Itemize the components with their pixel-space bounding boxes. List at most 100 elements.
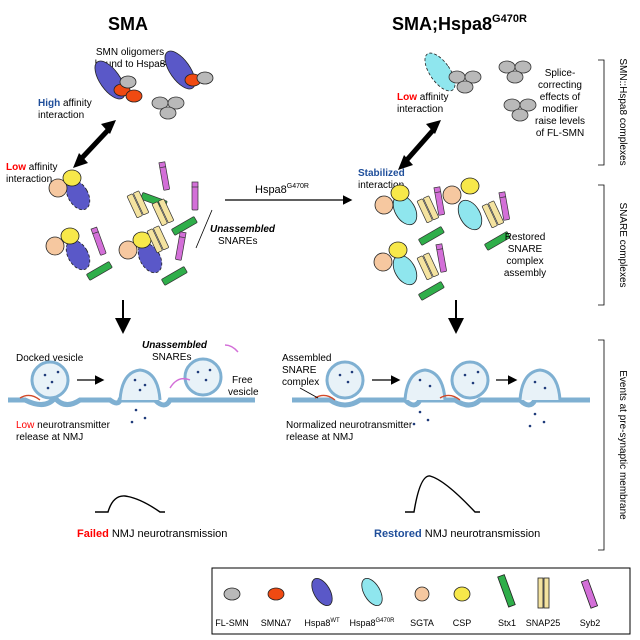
stabilized-label: Stabilized xyxy=(358,168,405,179)
free-vesicle-label-1: Free xyxy=(232,375,253,386)
splice-text-1: Splice- xyxy=(545,68,576,79)
unassembled-label-2: SNAREs xyxy=(218,236,257,247)
right-gray-cluster-3 xyxy=(503,98,537,122)
membrane-left xyxy=(8,394,255,408)
docked-vesicle-label: Docked vesicle xyxy=(16,353,84,364)
legend-label-0: FL-SMN xyxy=(215,618,249,628)
low-release-label: release at NMJ xyxy=(16,432,83,443)
sgta-icon xyxy=(414,586,430,602)
splice-text-5: raise levels xyxy=(535,116,585,127)
assembled-pointer xyxy=(299,387,319,399)
legend-label-5: CSP xyxy=(453,618,472,628)
side-label-snare: SNARE complexes xyxy=(617,202,628,287)
side-label-smn-hspa8: SMN::Hspa8 complexes xyxy=(617,58,628,165)
splice-text-6: of FL-SMN xyxy=(536,128,584,139)
smn-oligomer-complex-left xyxy=(94,60,143,103)
low-neurotransmitter-label: Low neurotransmitter xyxy=(16,420,111,431)
right-arrowhead-bottom xyxy=(398,155,413,170)
trace-left xyxy=(95,495,165,513)
side-label-events: Events at pre-synaptic membrane xyxy=(617,370,628,520)
right-assembled-group-3 xyxy=(373,241,448,301)
restored-text-3: complex xyxy=(506,256,543,267)
equilibrium-arrow-left xyxy=(78,126,112,162)
bracket-smn-hspa8 xyxy=(598,59,605,166)
bracket-snare xyxy=(598,184,605,306)
vesicle-fusing-right-2 xyxy=(518,368,562,401)
legend-label-3: Hspa8G470R xyxy=(349,618,395,628)
low-affinity-label-2: interaction xyxy=(6,174,52,185)
legend-label-1: SMN∆7 xyxy=(261,618,292,628)
low-affinity-label: Low affinity xyxy=(6,162,58,173)
left-snare-cluster-1 xyxy=(126,161,199,236)
stx1-icon xyxy=(497,574,516,608)
legend-label-7: SNAP25 xyxy=(526,618,561,628)
vesicle-docked-right-2 xyxy=(450,360,490,400)
neurotransmitter-dots-left xyxy=(43,368,212,424)
restored-text-4: assembly xyxy=(504,268,546,279)
splice-text-2: correcting xyxy=(538,80,582,91)
neurotransmitter-dots-right xyxy=(338,370,547,428)
failed-label: Failed NMJ neurotransmission xyxy=(77,528,227,540)
right-assembled-group-1 xyxy=(374,184,446,246)
equilibrium-arrowhead-bottom xyxy=(73,153,88,168)
normalized-label: Normalized neurotransmitter xyxy=(286,420,413,431)
restored-label: Restored NMJ neurotransmission xyxy=(374,528,540,540)
bottom-unassembled-2: SNAREs xyxy=(152,352,191,363)
left-chaperone-group-2 xyxy=(45,227,91,271)
left-title: SMA xyxy=(108,14,148,34)
right-arrowhead-top xyxy=(426,120,441,134)
hspa8-g470r-top xyxy=(424,52,456,92)
restored-text-2: SNARE xyxy=(508,244,543,255)
assembled-label-1: Assembled xyxy=(282,353,331,364)
fl-smn-icon xyxy=(223,587,241,601)
assembled-snare-strand-2 xyxy=(439,394,461,401)
right-title: SMA;Hspa8G470R xyxy=(392,13,527,34)
membrane-right xyxy=(292,397,590,408)
legend-labels: FL-SMN SMN∆7 Hspa8WT Hspa8G470R SGTA CSP Stx1 S… xyxy=(215,618,600,628)
equilibrium-arrow-right xyxy=(403,126,437,164)
docked-snare-strand xyxy=(19,394,41,401)
high-affinity-label-2: interaction xyxy=(38,110,84,121)
vesicle-docked-right-1 xyxy=(325,360,365,400)
unassembled-snare-strands xyxy=(169,377,191,389)
free-snare-strand xyxy=(224,344,239,353)
equilibrium-arrowhead-top xyxy=(101,120,116,134)
vesicle-docked-left xyxy=(30,360,70,400)
high-affinity-label: High affinity xyxy=(38,98,92,109)
hspa8-g470r-icon xyxy=(361,578,383,606)
unassembled-bracket xyxy=(195,209,213,249)
bracket-events xyxy=(598,339,605,551)
left-chaperone-group-1 xyxy=(48,169,91,211)
legend-items xyxy=(223,574,599,609)
smn-gray-cluster-left xyxy=(151,96,185,120)
snap25-icon xyxy=(537,577,550,609)
hspa8-wt-icon xyxy=(311,578,333,606)
oligomer-label-1: SMN oligomers xyxy=(96,47,164,58)
syb2-icon xyxy=(580,578,599,609)
trace-right xyxy=(405,475,480,513)
unassembled-label-1: Unassembled xyxy=(210,224,276,235)
vesicle-fusing-right-1 xyxy=(403,368,447,401)
legend-label-2: Hspa8WT xyxy=(304,618,340,628)
smn-oligomer-complex-right xyxy=(164,50,214,90)
bottom-unassembled-1: Unassembled xyxy=(142,340,208,351)
legend-label-4: SGTA xyxy=(410,618,434,628)
vesicle-fusing-left xyxy=(118,368,162,401)
stabilized-label-2: interaction xyxy=(358,180,404,191)
right-gray-cluster-1 xyxy=(448,70,482,94)
oligomer-label-2: bound to Hspa8 xyxy=(95,59,166,70)
right-assembled-group-2 xyxy=(442,177,511,251)
legend-label-8: Syb2 xyxy=(580,618,601,628)
right-low-affinity-label-2: interaction xyxy=(397,104,443,115)
assembled-label-3: complex xyxy=(282,377,319,388)
csp-icon xyxy=(453,586,471,602)
restored-text-1: Restored xyxy=(505,232,546,243)
hspa8-arrow-label: Hspa8G470R xyxy=(255,183,309,196)
splice-text-3: effects of xyxy=(540,92,581,103)
legend-label-6: Stx1 xyxy=(498,618,516,628)
right-gray-cluster-2 xyxy=(498,60,532,84)
normalized-release-label: release at NMJ xyxy=(286,432,353,443)
splice-text-4: modifier xyxy=(542,104,578,115)
right-low-affinity-label: Low affinity xyxy=(397,92,449,103)
